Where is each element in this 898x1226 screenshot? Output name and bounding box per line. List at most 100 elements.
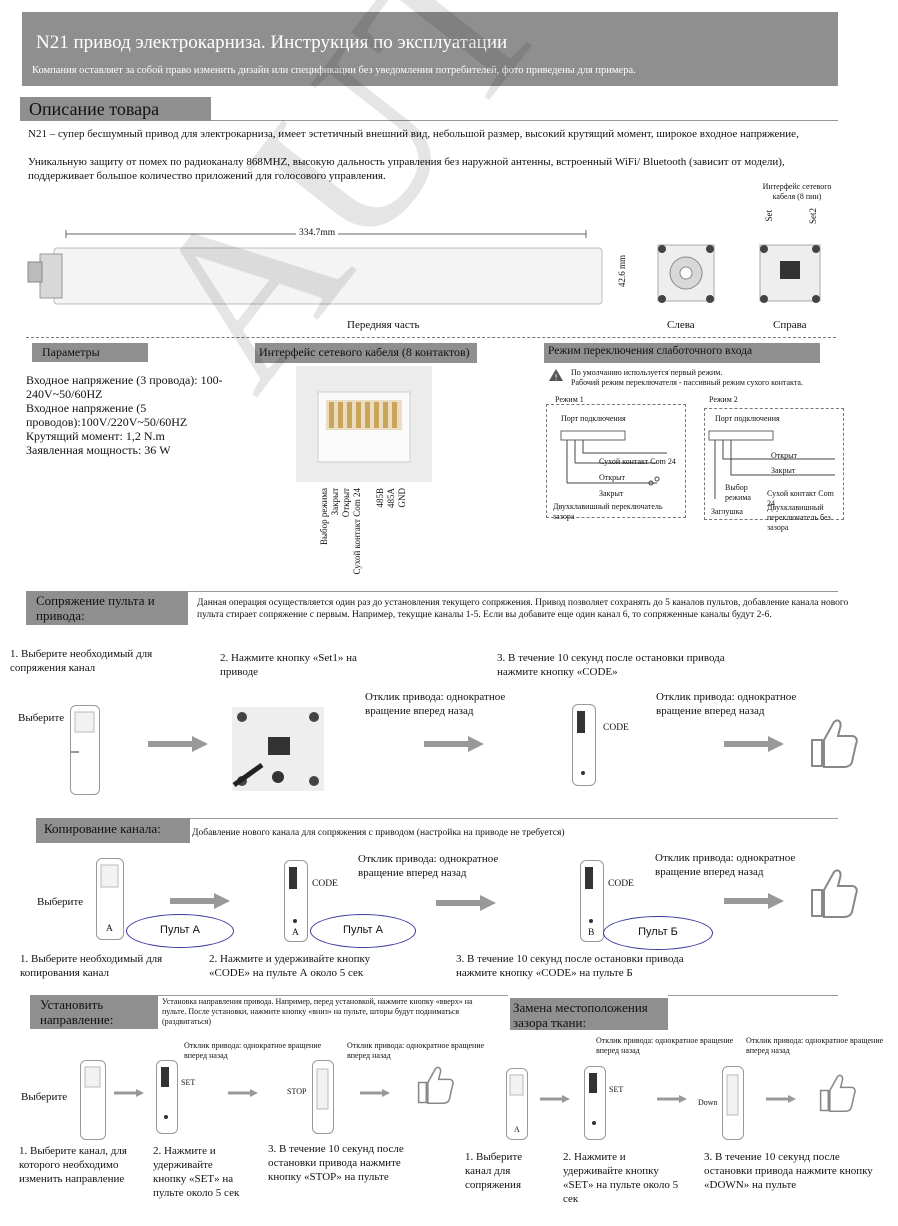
arrow-right-icon [148,736,208,757]
pair-response: Отклик привода: однократное вращение впе… [365,691,506,717]
double-switch-nogap-label: Двухклавишный переключатель без зазора [767,503,831,532]
direction-heading: Установить направление: [30,995,158,1029]
description-para1: N21 – супер бесшумный привод для электро… [28,128,799,140]
param-line: Входное напряжение (5 проводов):100V/220… [26,401,188,429]
arrow-right-icon [724,893,784,914]
page-subtitle: Компания оставляет за собой право измени… [32,65,636,76]
param-line: Крутящий момент: 1,2 N.m [26,429,165,443]
remote-control [584,1066,606,1140]
pin-label: Закрыт [330,488,340,516]
pair-step3: 3. В течение 10 секунд после остановки п… [497,652,725,678]
direction-response: Отклик привода: однократное вращение впе… [347,1041,485,1060]
pair-heading: Сопряжение пульта и привода: [26,591,188,625]
pin-label: GND [397,488,407,508]
thumbs-up-icon [806,714,858,775]
mode-note2: Рабочий режим переключателя - пассивный … [571,378,803,387]
arrow-right-icon [114,1086,144,1105]
divider [211,120,838,121]
length-label: 334.7mm [296,227,339,239]
mode1-label: Режим 1 [555,395,584,404]
copy-description: Добавление нового канала для сопряжения … [192,828,565,838]
pin-label: Сухой контакт Com 24 [352,488,362,575]
set-label: Set [764,210,774,222]
iface8-label: Интерфейс сетевого кабеля (8 пин) [762,182,832,201]
gap-step1: 1. Выберите канал для сопряжения [465,1151,523,1191]
description-para2: Уникальную защиту от помех по радиоканал… [28,156,785,182]
direction-step1: 1. Выберите канал, для которого необходи… [19,1145,127,1185]
dry-contact-label: Сухой контакт Com 24 [599,457,676,466]
remote-control: A [284,860,308,942]
pin-label: Выбор режима [319,488,329,546]
direction-step2: 2. Нажмите и удерживайте кнопку «SET» на… [153,1145,240,1199]
select-label: Выберите [21,1091,68,1103]
pin-label: Открыт [341,488,351,518]
mode2-label: Режим 2 [709,395,738,404]
arrow-right-icon [657,1092,687,1111]
svg-text:!: ! [555,373,558,382]
left-label: Слева [667,319,695,331]
page-title: N21 привод электрокарниза. Инструкция по… [36,32,508,53]
dry-contact-label: Сухой контакт Com 24 [767,489,834,508]
divider [158,995,508,996]
remote-control [312,1060,334,1134]
remote-letter: A [292,928,299,938]
remote-control [65,705,100,795]
down-label: Down [698,1098,718,1107]
select-label: Выберите [18,712,65,724]
mode2-diagram: Порт подключения Открыт Закрыт Выбор реж… [704,408,844,532]
direction-step3: 3. В течение 10 секунд после остановки п… [268,1143,404,1183]
gap-response: Отклик привода: однократное вращение впе… [596,1036,734,1055]
set-label: SET [609,1085,624,1094]
arrow-right-icon [724,736,784,757]
params-heading: Параметры [32,343,148,362]
remote-control: A [96,858,124,940]
remote-letter: B [588,928,595,938]
thumbs-up-icon [414,1062,454,1111]
code-label: CODE [608,879,634,889]
gap-response: Отклик привода: однократное вращение впе… [746,1036,884,1055]
remote-control [572,704,596,786]
remote-control [722,1066,744,1140]
divider [190,818,838,819]
divider [188,591,838,592]
mode-note1: По умолчанию используется первый режим. [571,368,723,377]
motor-left-view [654,237,718,307]
arrow-right-icon [360,1086,390,1105]
remote-control: B [580,860,604,942]
gap-heading: Замена местоположения зазора ткани: [510,998,668,1030]
port-label: Порт подключения [561,414,626,423]
gap-step2: 2. Нажмите и удерживайте кнопку «SET» на… [563,1151,679,1205]
remote-letter: A [514,1125,520,1134]
remote-letter: A [106,924,113,934]
diameter-label: 42.6 mm [617,255,627,288]
open-label: Открыт [771,451,798,460]
description-heading: Описание товара [20,97,211,121]
param-line: Входное напряжение (3 провода): 100-240V… [26,373,223,401]
divider [668,995,838,996]
iface-heading: Интерфейс сетевого кабеля (8 контактов) [255,343,477,363]
direction-description: Установка направления привода. Например,… [162,997,473,1026]
remote-a-label: Пульт А [126,914,234,948]
motor-front-view: 334.7mm [26,226,609,306]
arrow-right-icon [424,736,484,757]
select-mode-label: Выбор режима [725,483,751,502]
rj45-connector-icon [296,366,432,482]
param-line: Заявленная мощность: 36 W [26,443,171,457]
arrow-right-icon [766,1092,796,1111]
code-label: CODE [603,723,629,733]
code-label: CODE [312,879,338,889]
dashed-divider [26,337,836,338]
warning-icon: ! [548,368,564,387]
close-label: Закрыт [599,489,624,498]
arrow-right-icon [436,895,496,916]
thumbs-up-icon [806,864,858,925]
plug-label: Заглушка [711,507,743,516]
port-label: Порт подключения [715,414,780,423]
double-switch-label: Двухклавишный переключатель зазора [553,502,663,521]
arrow-right-icon [170,893,230,914]
params-list: Входное напряжение (3 провода): 100-240V… [26,373,226,457]
copy-response: Отклик привода: однократное вращение впе… [655,852,796,878]
copy-heading: Копирование канала: [36,818,190,843]
mode1-diagram: Порт подключения Сухой контакт Com 24 От… [546,404,686,521]
remote-a-label: Пульт А [310,914,416,948]
